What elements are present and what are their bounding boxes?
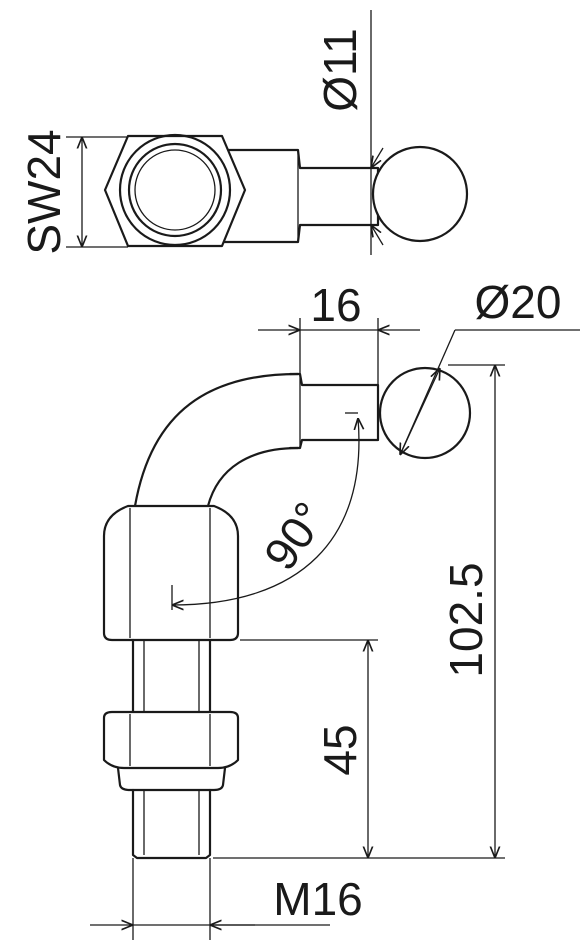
sw24-dimension: SW24 [18, 129, 128, 255]
dim-16: 16 [258, 279, 420, 385]
dim-45-label: 45 [314, 724, 366, 775]
sw24-label: SW24 [18, 129, 70, 254]
hex-nut-lower [102, 710, 240, 770]
ball-side [378, 366, 472, 460]
dim-102-5-label: 102.5 [440, 562, 492, 677]
angle-90-label: 90° [254, 492, 336, 579]
dim-45: 45 [240, 639, 378, 858]
d11-dimension: Ø11 [314, 10, 384, 255]
dim-16-label: 16 [310, 279, 361, 331]
dim-102-5: 102.5 [213, 364, 505, 859]
m16-label: M16 [273, 873, 362, 925]
d20-label: Ø20 [475, 276, 562, 328]
top-view [103, 133, 469, 248]
hex-nut-upper [102, 504, 240, 642]
bent-tube [133, 372, 300, 508]
d11-label: Ø11 [314, 28, 366, 112]
side-view [102, 366, 472, 860]
m16-dimension: M16 [90, 858, 363, 940]
ball-top [371, 145, 469, 243]
d20-dimension: Ø20 [400, 276, 580, 455]
